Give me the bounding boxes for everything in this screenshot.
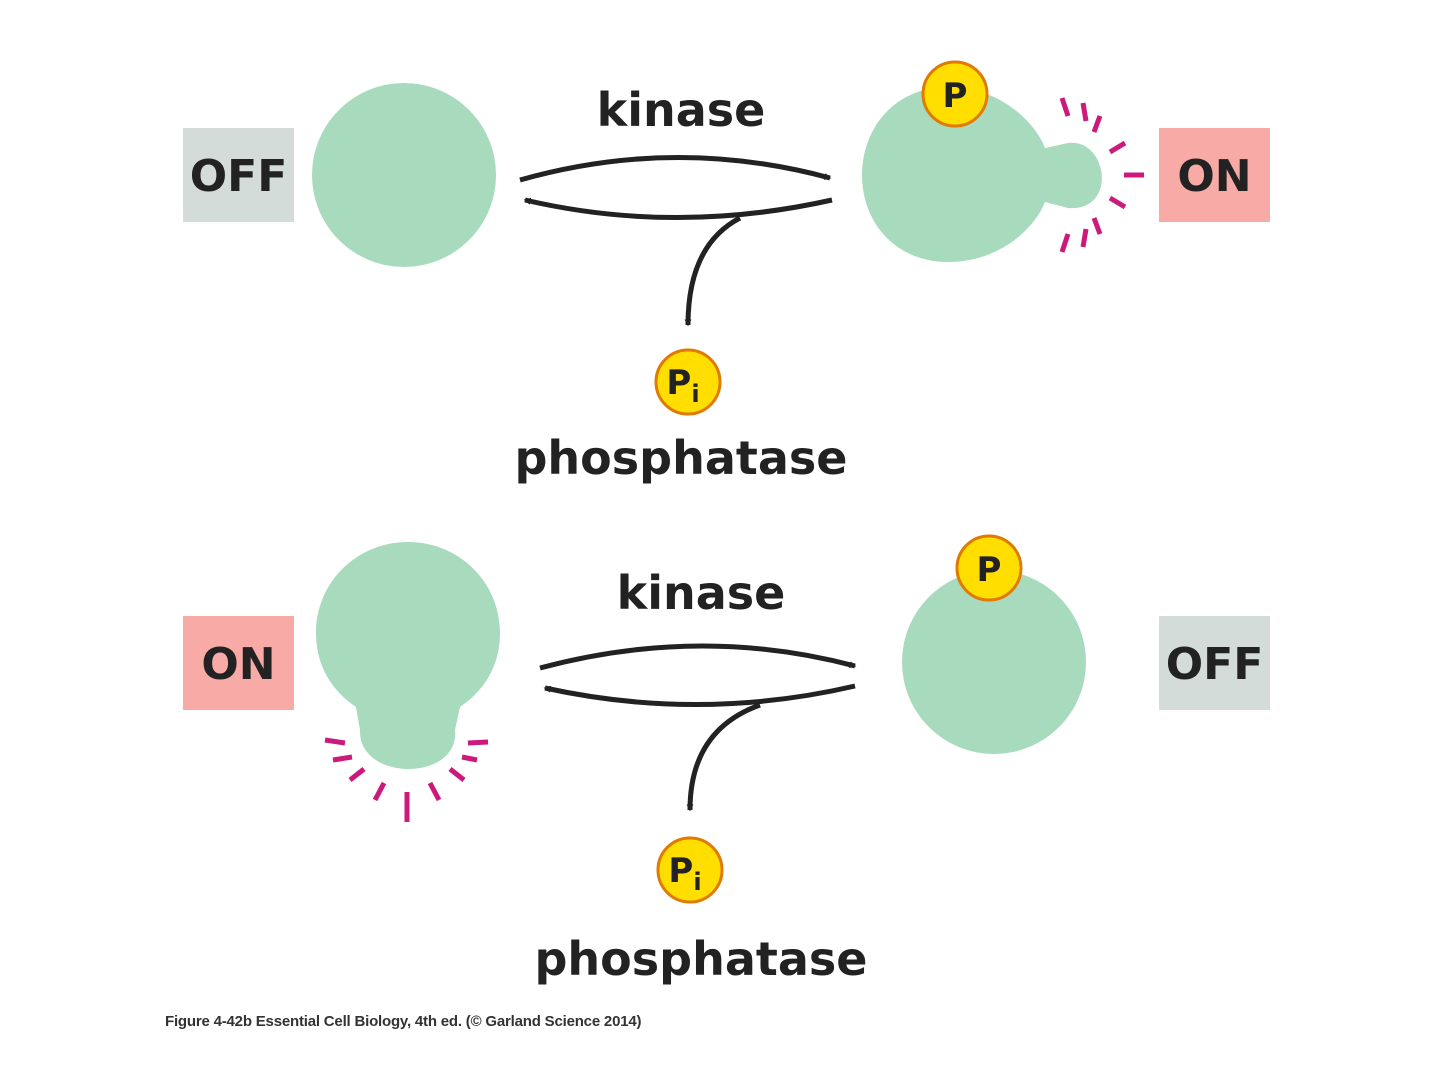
released-phosphate: Pi — [654, 348, 722, 416]
phosphate-label: P — [943, 76, 968, 116]
svg-text:Pi: Pi — [668, 851, 701, 896]
protein-active — [862, 87, 1102, 262]
kinase-label: kinase — [597, 83, 766, 137]
kinase-arrow — [539, 643, 857, 671]
phosphate-circle-icon — [656, 836, 724, 904]
kinase-arrow — [519, 155, 832, 183]
signal-rays — [324, 737, 489, 822]
phosphate-circle-icon — [654, 348, 722, 416]
phosphate-circle-icon — [955, 534, 1023, 602]
phosphate-release-arrow — [684, 215, 742, 327]
attached-phosphate: P — [955, 534, 1023, 602]
figure-caption: Figure 4-42b Essential Cell Biology, 4th… — [165, 1013, 642, 1030]
phosphate-sub: i — [691, 380, 699, 408]
protein-active — [316, 542, 500, 769]
state-label: OFF — [190, 151, 288, 202]
state-label: ON — [201, 639, 275, 690]
state-box-on — [1159, 128, 1270, 222]
panel-top: OFF kinase phosphatase Pi — [183, 60, 1270, 485]
phosphatase-label: phosphatase — [515, 431, 848, 485]
attached-phosphate: P — [921, 60, 989, 128]
phosphatase-arrow — [543, 683, 856, 707]
panel-bottom: ON kinase phosphatase Pi — [183, 534, 1270, 986]
state-label: ON — [1177, 151, 1251, 202]
kinase-label: kinase — [617, 566, 786, 620]
phosphate-label: P — [977, 550, 1002, 590]
phosphate-main: P — [666, 363, 691, 403]
state-box-off — [183, 128, 294, 222]
phosphatase-arrow — [523, 197, 833, 220]
phosphate-sub: i — [693, 868, 701, 896]
phosphate-release-arrow — [686, 702, 761, 812]
protein-inactive — [902, 570, 1086, 754]
phosphate-main: P — [668, 851, 693, 891]
state-box-on — [183, 616, 294, 710]
svg-text:Pi: Pi — [666, 363, 699, 408]
phosphatase-label: phosphatase — [535, 932, 868, 986]
state-label: OFF — [1166, 639, 1264, 690]
phosphate-circle-icon — [921, 60, 989, 128]
released-phosphate: Pi — [656, 836, 724, 904]
protein-inactive — [312, 83, 496, 267]
state-box-off — [1159, 616, 1270, 710]
signal-rays — [1059, 97, 1144, 253]
